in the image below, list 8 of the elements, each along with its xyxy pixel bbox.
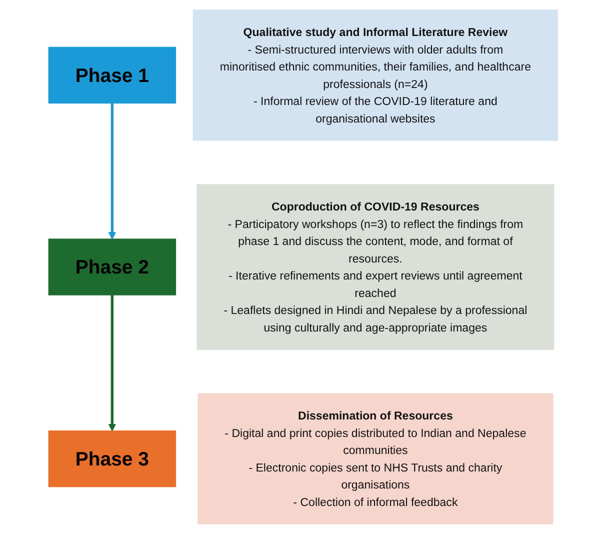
node-box: Phase 3 bbox=[48, 430, 176, 487]
node-box: Qualitative study and Informal Literature Review - Semi-structured interviews with older adults from minoritised ethnic communities, their families, and healthcare professionals (n=24) - Informal review of the COVID-19 literature and organisational websites bbox=[192, 9, 558, 140]
node-box: Coproduction of COVID-19 Resources - Participatory workshops (n=3) to reflect the findings from phase 1 and discuss the content, mode, and format of resources. - Iterative refinements and expert reviews until agreement reached - Leaflets designed in Hindi and Nepalese by a professional using culturally and age-appropriate images bbox=[196, 184, 554, 350]
arrow bbox=[108, 102, 116, 239]
node-box: Phase 1 bbox=[48, 46, 176, 104]
node-box: Phase 2 bbox=[48, 238, 176, 295]
arrow bbox=[108, 294, 116, 431]
node-box: Dissemination of Resources - Digital and print copies distributed to Indian and Nepalese communities - Electronic copies sent to NHS Trusts and charity organisations - Collection of informal feedback bbox=[197, 392, 554, 524]
